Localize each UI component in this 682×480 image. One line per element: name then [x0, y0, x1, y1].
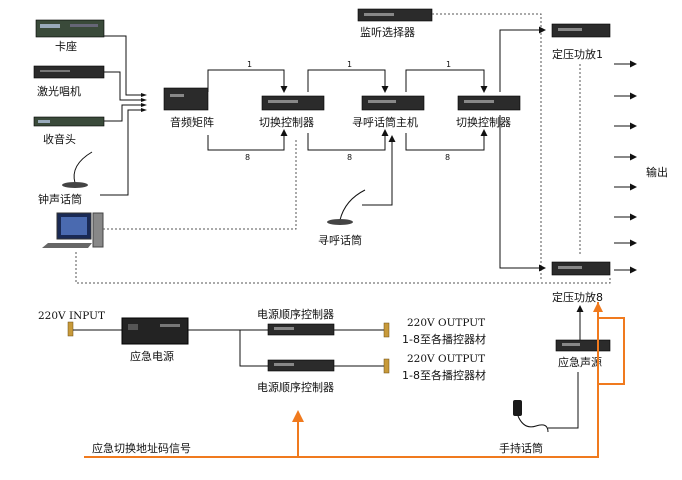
handheld-mic-device [513, 400, 549, 433]
tuner-label: 收音头 [43, 132, 76, 146]
matrix-input-arrows [141, 93, 147, 112]
ch-label-top-2: 1 [347, 60, 352, 69]
switch-controller-1-device [261, 95, 325, 111]
paging-mic-device [327, 189, 366, 225]
audio-matrix-label: 音频矩阵 [170, 115, 214, 129]
monitor-dashed-line [432, 13, 542, 280]
emergency-arrow-power-seq [292, 410, 304, 422]
link-host-switch2-ch8 [405, 129, 488, 151]
paging-host-label: 寻呼话筒主机 [352, 115, 418, 129]
amp-1-device [551, 23, 611, 38]
feed-line-chime-mic [100, 109, 145, 196]
monitor-selector-device [357, 8, 433, 22]
control-dashed-line-2 [75, 252, 611, 284]
link-pagingmic-host [362, 135, 396, 206]
amp-8-device [551, 261, 611, 276]
feed-line-laser [104, 71, 145, 101]
power-seq-2-device [267, 359, 335, 372]
chime-mic-device [62, 151, 93, 188]
emergency-source-label: 应急声源 [558, 355, 602, 369]
emergency-signal-label: 应急切换地址码信号 [92, 441, 191, 455]
ch-label-top-1: 1 [247, 60, 252, 69]
output-220-a-sub-label: 1-8至各播控器材 [402, 332, 486, 346]
switch-controller-2-device [457, 95, 521, 111]
output-connectors [383, 322, 390, 374]
ch-label-bottom-1: 8 [245, 153, 250, 162]
link-power-seq2 [239, 330, 268, 367]
control-dashed-line-1 [103, 140, 297, 230]
paging-host-device [361, 95, 425, 111]
input-connector [67, 321, 74, 337]
output-220-b-label: 220V OUTPUT [407, 353, 485, 365]
chime-mic-label: 钟声话筒 [38, 192, 82, 206]
laser-player-device [33, 65, 105, 79]
input-220-label: 220V INPUT [38, 310, 105, 322]
switch-controller-1-label: 切换控制器 [259, 115, 314, 129]
ch-label-bottom-2: 8 [347, 153, 352, 162]
output-220-a-label: 220V OUTPUT [407, 317, 485, 329]
link-switch1-host-ch1 [307, 69, 389, 93]
computer-device [42, 212, 104, 248]
emergency-signal-line [84, 302, 599, 458]
emergency-power-device [121, 317, 189, 345]
output-220-b-sub-label: 1-8至各播控器材 [402, 368, 486, 382]
power-seq-1-label: 电源顺序控制器 [257, 307, 334, 321]
link-matrix-switch1-ch8 [207, 129, 288, 151]
ch-label-bottom-3: 8 [445, 153, 450, 162]
output-label: 输出 [646, 165, 668, 179]
amp-8-label: 定压功放8 [552, 290, 603, 304]
emergency-signal-branch [598, 317, 625, 385]
handheld-mic-label: 手持话筒 [499, 441, 543, 455]
monitor-selector-label: 监听选择器 [360, 25, 415, 39]
link-handheld-source [548, 372, 579, 429]
feed-line-tuner [104, 104, 145, 122]
link-matrix-switch1-ch1 [207, 69, 288, 93]
emergency-power-label: 应急电源 [130, 349, 174, 363]
card-deck-device [35, 19, 105, 38]
power-seq-1-device [267, 323, 335, 336]
ch-label-top-3: 1 [446, 60, 451, 69]
feed-line-card-deck [104, 35, 145, 96]
output-arrows [614, 60, 637, 274]
laser-player-label: 激光唱机 [37, 84, 81, 98]
card-deck-label: 卡座 [55, 39, 77, 53]
emergency-arrow-amp8 [593, 302, 603, 312]
link-switch1-host-ch8 [307, 129, 389, 151]
switch-controller-2-label: 切换控制器 [456, 115, 511, 129]
link-switch2-amp8 [499, 115, 546, 272]
link-switch2-amp1 [499, 26, 546, 92]
paging-mic-label: 寻呼话筒 [318, 233, 362, 247]
audio-matrix-device [163, 87, 209, 111]
power-seq-2-label: 电源顺序控制器 [257, 380, 334, 394]
emergency-source-device [555, 339, 611, 352]
amp-1-label: 定压功放1 [552, 47, 603, 61]
link-host-switch2-ch1 [405, 69, 488, 93]
tuner-device [33, 116, 105, 127]
